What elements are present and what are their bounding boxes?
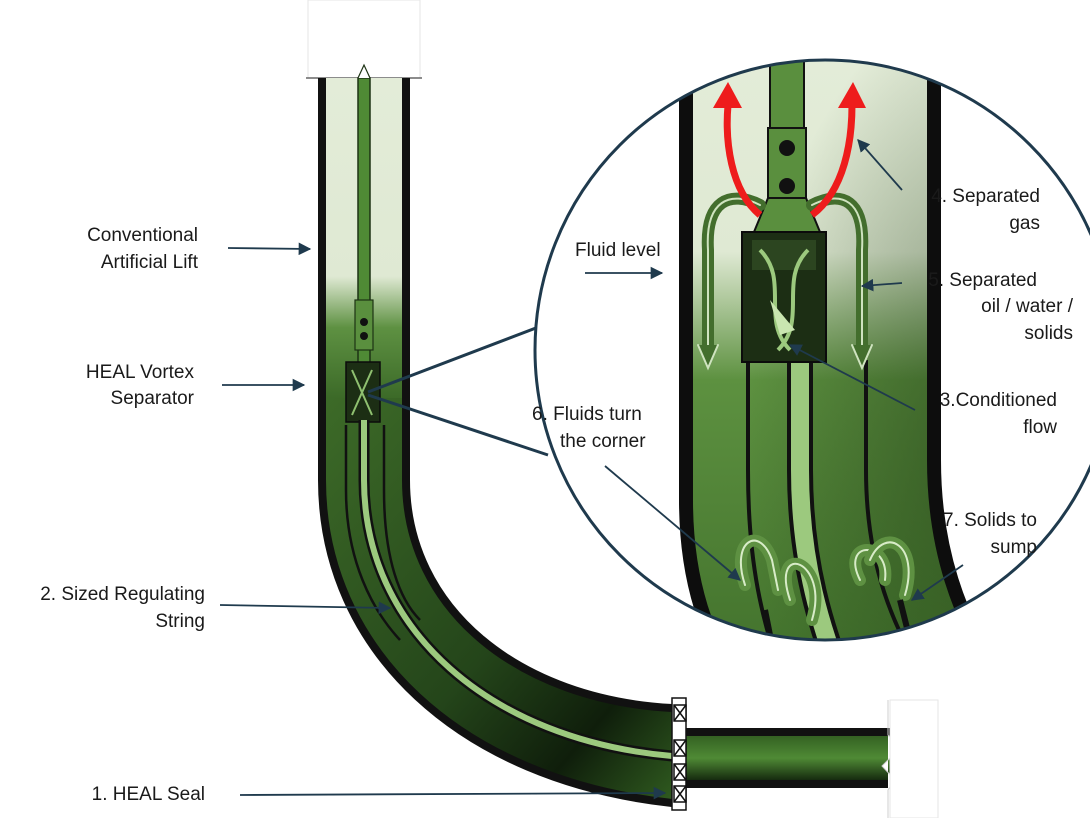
fluid-level-label: Fluid level (575, 240, 661, 261)
separated-gas-label-2: gas (1009, 213, 1040, 234)
separated-oil-label-2: oil / water / (981, 296, 1074, 317)
heal-vortex-label-2: Separator (111, 388, 195, 409)
conventional-leader (228, 248, 310, 249)
fluids-turn-label-1: 6. Fluids turn (532, 404, 642, 425)
sized-string-label-1: 2. Sized Regulating (40, 584, 205, 605)
separated-oil-label-1: 5. Separated (928, 270, 1037, 291)
solids-sump-label-1: 7. Solids to (943, 510, 1037, 531)
sized-string-label-2: String (155, 611, 205, 632)
separated-gas-label-1: 4. Separated (931, 186, 1040, 207)
fluids-turn-label-2: the corner (560, 431, 646, 452)
heal-seal-label: 1. HEAL Seal (92, 784, 205, 805)
horizontal-fluid (672, 732, 890, 784)
heal-vortex-label-1: HEAL Vortex (86, 362, 195, 383)
heal-seal-elements (674, 705, 686, 802)
conditioned-flow-label-2: flow (1023, 417, 1057, 438)
zoom-vortex-separator (742, 232, 826, 362)
conventional-lift-label-2: Artificial Lift (101, 252, 199, 273)
conventional-lift-label-1: Conventional (87, 225, 198, 246)
separated-oil-label-3: solids (1024, 323, 1073, 344)
zoom-detail-view (535, 60, 1090, 700)
vortex-separator-small (346, 362, 380, 422)
conditioned-flow-label-1: 3.Conditioned (940, 390, 1057, 411)
solids-sump-label-2: sump (991, 537, 1037, 558)
